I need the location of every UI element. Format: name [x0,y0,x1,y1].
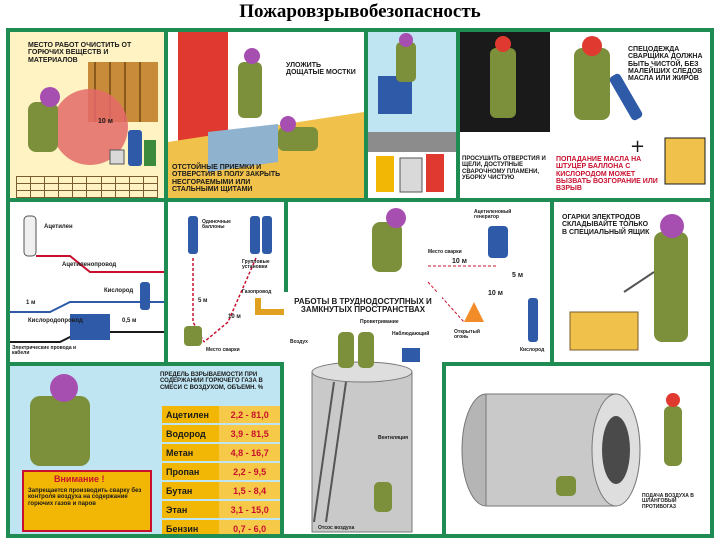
oil-middle-note: Просушить отверстия и щели, доступные св… [462,156,546,181]
limits-range: 3,9 - 81,5 [219,425,280,442]
layout-acetylene-line: Ацетиленопровод [62,262,117,268]
distances-d10: 10 м [228,314,241,320]
layout-wires: Электрические провода и кабели [12,345,77,357]
poster-frame: Место работ очистить от горючих веществ … [6,28,714,538]
tank-illustration [461,393,682,507]
floor-illustration [168,32,364,198]
limits-gas: Этан [162,501,220,518]
clean-heading: Место работ очистить от горючих веществ … [28,42,132,64]
layout-illustration [10,215,164,343]
clean-mini-table [15,176,159,198]
confined-air-bottom: Отсос воздуха [318,525,355,531]
limits-range: 4,8 - 16,7 [219,444,280,461]
limits-range: 0,7 - 6,0 [219,520,280,534]
limits-range: 1,5 - 8,4 [219,482,280,499]
welder-d5: 5 м [512,272,524,279]
tank-note: Подача воздуха в шланговый противогаз [642,493,694,510]
layout-acetylene: Ацетилен [44,224,73,230]
oil-warning: Попадание масла на штуцер баллона с кисл… [556,156,658,193]
floor-bottom-note: Отстойные приемки и отверстия в полу зак… [172,164,281,194]
limits-gas: Бензин [162,520,220,534]
welder-d10a: 10 м [452,258,467,265]
panel-distances: Одиночные баллоны Групповые установки Га… [168,202,284,362]
layout-d05: 0,5 м [122,318,137,324]
clean-illustration [28,62,158,166]
confined-ventilation: Вентиляция [378,435,409,441]
clean-distance: 10 м [98,118,113,125]
welder-oxygen: Кислород [520,347,545,353]
stubs-illustration [569,214,688,351]
panel-oil-warning: + Спецодежда сварщика должна быть чистой… [460,32,710,198]
panel-tank: Подача воздуха в шланговый противогаз [446,366,710,534]
floor-top-note: Уложить дощатые мостки [286,62,356,77]
welder-tank-illustration [368,32,456,193]
limits-range: 2,2 - 9,5 [219,463,280,480]
layout-d1: 1 м [26,300,36,306]
confined-observer: Наблюдающий [392,331,430,337]
panel-clean-workplace: Место работ очистить от горючих веществ … [10,32,164,198]
panel-confined-spaces: Работы в труднодоступных и замкнутых про… [284,292,442,534]
distances-group: Групповые установки [242,259,270,271]
welder-acetylene-gen: Ацетиленовый генератор [474,209,512,221]
welder-d10b: 10 м [488,290,503,297]
panel-welder-tank [368,32,456,198]
page-title: Пожаровзрывобезопасность [239,1,481,22]
confined-heading: Работы в труднодоступных и замкнутых про… [294,297,432,315]
oil-illustration: + [460,32,706,185]
distances-work-place: Место сварки [206,347,240,353]
oil-top-note: Спецодежда сварщика должна быть чистой, … [628,46,703,83]
limits-gas: Метан [162,444,220,461]
welder-work-place: Место сварки [428,249,462,255]
panel-floor-protection: Уложить дощатые мостки Отстойные приемки… [168,32,364,198]
welder-distances-illustration [372,208,538,342]
limits-gas: Ацетилен [162,406,220,423]
panel-layout: Ацетилен Ацетиленопровод Кислород Кислор… [10,202,164,362]
attention-text: Запрещается производить сварку без контр… [28,488,142,507]
distances-single: Одиночные баллоны [202,219,231,231]
stubs-heading: Огарки электродов складывайте только в с… [562,214,650,236]
layout-oxygen-line: Кислородопровод [28,318,83,324]
limits-gas: Водород [162,425,220,442]
confined-illustration [311,332,420,533]
attention-title: Внимание ! [54,474,105,484]
layout-oxygen: Кислород [104,288,134,294]
limits-range: 2,2 - 81,0 [219,406,280,423]
confined-purge: Проветривание [360,319,399,325]
confined-air: Воздух [290,339,308,345]
distances-d5: 5 м [198,298,208,304]
limits-gas: Пропан [162,463,220,480]
limits-range: 3,1 - 15,0 [219,501,280,518]
panel-explosive-limits: Предель взрываемости при содержании горю… [10,366,280,534]
limits-illustration [30,374,90,466]
svg-text:+: + [630,136,645,157]
distances-gas-line: Газопровод [242,289,272,295]
limits-heading: Предель взрываемости при содержании горю… [160,372,264,391]
limits-gas: Бутан [162,482,220,499]
welder-open-fire: Открытый огонь [454,329,480,341]
distances-illustration [184,216,284,346]
panel-electrode-stubs: Огарки электродов складывайте только в с… [554,202,710,362]
attention-box: Внимание ! Запрещается производить сварк… [22,470,152,532]
